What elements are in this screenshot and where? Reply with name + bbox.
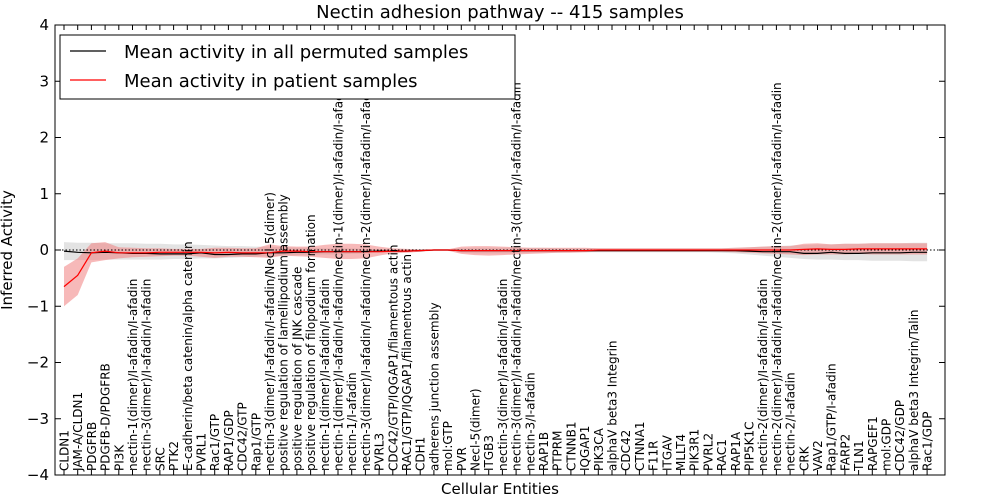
x-tick-label: PI3K	[112, 444, 126, 471]
x-tick-label: SRC	[153, 447, 167, 471]
x-tick-label: nectin-1(dimer)/I-afadin/I-afadin	[126, 279, 140, 471]
legend-label-permuted: Mean activity in all permuted samples	[124, 42, 468, 63]
x-tick-label: PVRL3	[373, 433, 387, 471]
x-tick-label: nectin-3/I-afadin	[523, 372, 537, 471]
x-tick-label: RAP1B	[537, 432, 551, 471]
y-tick-label: −1	[27, 297, 49, 315]
x-axis-label: Cellular Entities	[441, 480, 559, 498]
x-tick-label: TLN1	[852, 440, 866, 472]
x-tick-label: PTPRM	[551, 431, 565, 472]
x-tick-label: nectin-2(dimer)/I-afadin/I-afadin/nectin…	[770, 82, 784, 471]
y-tick-label: −2	[27, 354, 49, 372]
y-axis-label: Inferred Activity	[0, 190, 16, 310]
x-tick-label: nectin-3(dimer)/I-afadin/I-afadin/nectin…	[359, 82, 373, 471]
x-tick-label: E-cadherin/beta catenin/alpha catenin	[181, 241, 195, 471]
x-tick-label: JAM-A/CLDN1	[71, 392, 85, 472]
y-tick-label: 0	[39, 241, 49, 259]
series-line-patient	[63, 248, 928, 288]
x-tick-label: RAP1/GDP	[222, 410, 236, 471]
x-tick-label: Rac1/GTP	[208, 414, 222, 471]
y-tick-label: 1	[39, 185, 49, 203]
x-tick-label: PTK2	[167, 441, 181, 471]
x-tick-label: mol:GDP	[880, 419, 894, 471]
x-tick-label: adherens junction assembly	[427, 302, 441, 471]
y-tick-label: 4	[39, 16, 49, 34]
x-tick-label: PDGFB-D/PDGFRB	[99, 363, 113, 471]
x-tick-label: positive regulation of lamellipodium ass…	[277, 194, 291, 471]
x-tick-label: positive regulation of filopodium format…	[304, 214, 318, 471]
x-tick-label: CTNNB1	[564, 421, 578, 471]
x-tick-label: CRK	[797, 445, 811, 471]
legend-box	[59, 34, 516, 100]
x-tick-label: mol:GTP	[441, 421, 455, 471]
x-tick-label: RAC1	[715, 439, 729, 471]
x-tick-label: PIK3R1	[688, 429, 702, 471]
x-tick-label: nectin-1/I-afadin	[345, 372, 359, 471]
x-tick-label: FARP2	[838, 434, 852, 471]
x-tick-label: CDC42/GDP	[893, 400, 907, 471]
x-tick-label: IQGAP1	[578, 426, 592, 471]
x-tick-label: nectin-3(dimer)/I-afadin/I-afadin/nectin…	[510, 82, 524, 471]
plot-area	[55, 242, 945, 307]
x-tick-label: alphaV beta3 Integrin/Talin	[907, 309, 921, 471]
x-tick-label: VAV2	[811, 440, 825, 471]
y-tick-label: 3	[39, 72, 49, 90]
x-tick-label: Rap1/GTP	[249, 413, 263, 471]
x-tick-label: PDGFRB	[85, 422, 99, 471]
x-tick-label: nectin-1(dimer)/I-afadin/I-afadin/nectin…	[332, 82, 346, 471]
x-tick-label: PVRL1	[195, 433, 209, 471]
x-tick-label: ITGB3	[482, 435, 496, 471]
x-tick-label: ITGAV	[660, 434, 674, 471]
x-tick-label: PVRL2	[701, 433, 715, 471]
x-tick-label: Rap1/GTP/I-afadin	[825, 363, 839, 471]
legend: Mean activity in all permuted samples Me…	[59, 34, 516, 100]
legend-label-patient: Mean activity in patient samples	[124, 71, 418, 92]
chart-title: Nectin adhesion pathway -- 415 samples	[316, 2, 684, 23]
x-tick-label: RAP1A	[729, 431, 743, 471]
x-tick-label: nectin-2(dimer)/I-afadin/I-afadin	[756, 279, 770, 471]
x-tick-label: Necl-5(dimer)	[469, 388, 483, 471]
x-tick-label: positive regulation of JNK cascade	[290, 267, 304, 471]
x-tick-label: PIP5K1C	[743, 421, 757, 471]
y-tick-label: 2	[39, 129, 49, 147]
x-tick-label: RAPGEF1	[866, 416, 880, 471]
x-tick-label: Rac1/GDP	[921, 412, 935, 471]
x-tick-label: CDC42/GTP	[236, 402, 250, 471]
x-tick-label: nectin-3(dimer)/I-afadin/I-afadin	[496, 279, 510, 471]
x-tick-label: CDH1	[414, 437, 428, 471]
x-tick-label: PIK3CA	[592, 427, 606, 471]
x-tick-label: nectin-3(dimer)/I-afadin/I-afadin	[140, 279, 154, 471]
x-tick-label: MLLT4	[674, 434, 688, 471]
x-tick-label: CLDN1	[58, 430, 72, 471]
x-tick-label: F11R	[647, 440, 661, 471]
x-tick-label: CTNNA1	[633, 421, 647, 471]
y-tick-label: −3	[27, 410, 49, 428]
x-tick-label: nectin-3(dimer)/I-afadin/I-afadin/Necl-5…	[263, 192, 277, 471]
x-tick-label: RAC1/GTP/IQGAP1/filamentous actin	[400, 254, 414, 471]
y-tick-label: −4	[27, 466, 49, 484]
patient-range-band	[64, 242, 928, 307]
x-tick-label: nectin-2/I-afadin	[784, 372, 798, 471]
x-tick-label: CDC42	[619, 430, 633, 471]
x-tick-label: PVR	[455, 447, 469, 471]
x-tick-label: nectin-1(dimer)/I-afadin/I-afadin	[318, 279, 332, 471]
x-tick-label: alphaV beta3 Integrin	[606, 340, 620, 471]
x-tick-label: CDC42/GTP/IQGAP1/filamentous actin	[386, 245, 400, 471]
